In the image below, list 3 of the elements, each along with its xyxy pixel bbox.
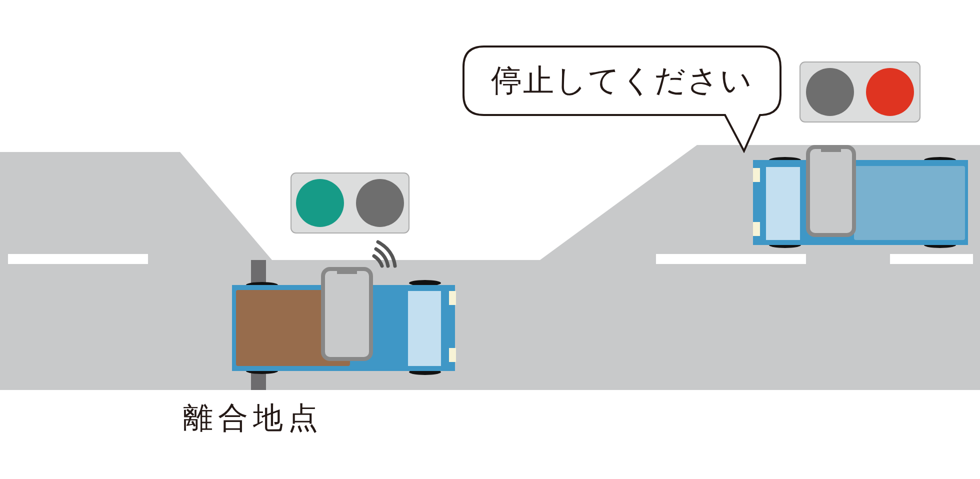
place-label: 離合地点 [183,400,323,438]
speech-bubble [462,45,782,153]
bubble-text: 停止してください [490,62,754,101]
